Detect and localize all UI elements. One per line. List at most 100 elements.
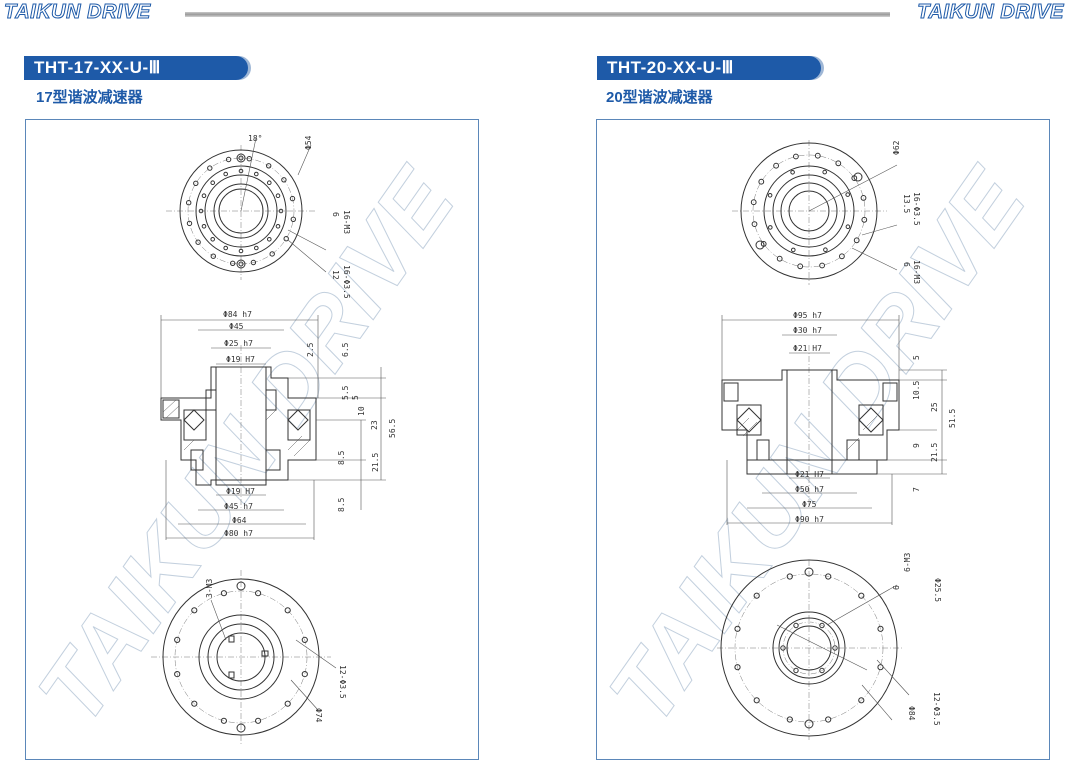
left-side-bottom-dim-1: Φ19 H7 (226, 487, 255, 496)
bolt-hole (853, 237, 860, 244)
bolt-hole (835, 160, 842, 167)
bolt-hole (858, 592, 865, 599)
left-side-top-dim-3: Φ25 h7 (224, 339, 253, 348)
right-side-right-dim-5: 9 (912, 443, 921, 448)
bolt-hole (201, 193, 207, 198)
bolt-hole (790, 170, 795, 175)
bolt-hole (734, 625, 741, 632)
right-bottom-inner-dia: Φ25.5 (933, 578, 942, 602)
bolt-hole (773, 162, 780, 169)
bolt-hole (877, 664, 884, 671)
left-top-thread-depth: 6 (331, 212, 340, 217)
bolt-hole (281, 177, 287, 183)
right-side-right-dim-3: 25 (930, 402, 939, 412)
right-bottom-view: 6-M3 6 Φ25.5 12-Φ3.5 Φ84 (717, 553, 942, 740)
bolt-hole (786, 716, 793, 723)
bolt-hole (198, 208, 204, 214)
left-side-bottom-dim-3: Φ64 (232, 516, 247, 525)
right-top-holes-depth: 13.5 (902, 194, 911, 213)
bolt-hole (220, 717, 227, 724)
bolt-hole (861, 216, 868, 223)
bolt-hole (825, 716, 832, 723)
bolt-hole (845, 224, 851, 229)
left-side-right-dim-9: 21.5 (371, 453, 380, 472)
right-bottom-thread: 6-M3 (903, 553, 912, 572)
bolt-hole (275, 193, 281, 198)
right-title: 20型谐波减速器 (606, 89, 713, 106)
bolt-hole (195, 239, 201, 245)
bolt-hole (191, 700, 198, 707)
right-side-bottom-dim-1: Φ21 H7 (795, 470, 824, 479)
bolt-hole (832, 645, 838, 651)
right-side-bottom-dim-2: Φ50 h7 (795, 485, 824, 494)
left-drawing: TAIKUN DRIVE 18° Φ54 16-M3 6 16-Φ3.5 12 (26, 134, 476, 745)
right-side-right-dim-7: 7 (912, 487, 921, 492)
bolt-hole (284, 700, 291, 707)
bolt-hole (877, 625, 884, 632)
bolt-hole (825, 573, 832, 580)
bolt-hole (758, 178, 765, 185)
bolt-hole (751, 221, 758, 227)
bolt-hole (207, 165, 213, 171)
left-top-holes-depth: 12 (331, 270, 340, 280)
left-drawing-panel: TAIKUN DRIVE 18° Φ54 16-M3 6 16-Φ3.5 12 (25, 119, 479, 760)
watermark: TAIKUN DRIVE (597, 150, 1046, 741)
bolt-hole (210, 253, 217, 259)
bolt-hole (255, 590, 262, 597)
left-side-right-dim-3: 5.5 (341, 385, 350, 400)
bolt-hole (793, 153, 799, 160)
bolt-hole (254, 171, 259, 177)
brand-logo-left: TAIKUN DRIVE (4, 1, 151, 24)
left-side-right-dim-10: 8.5 (337, 497, 346, 512)
bolt-hole (823, 247, 828, 252)
bolt-hole (186, 200, 192, 206)
right-side-top-dim-1: Φ95 h7 (793, 311, 822, 320)
bolt-hole (301, 636, 308, 644)
bolt-hole (753, 697, 760, 704)
right-side-right-dim-2: 10.5 (912, 381, 921, 400)
left-side-bottom-dim-2: Φ45 h7 (224, 502, 253, 511)
bolt-hole (191, 607, 198, 614)
left-side-right-dim-2: 6.5 (341, 342, 350, 357)
bolt-hole (793, 667, 799, 674)
right-side-view: Φ95 h7 Φ30 h7 Φ21 H7 5 10.5 25 51.5 9 21… (721, 311, 957, 525)
bolt-hole (210, 237, 215, 242)
right-side-right-dim-6: 21.5 (930, 443, 939, 462)
left-side-right-dim-5: 10 (357, 406, 366, 416)
bolt-hole (230, 260, 236, 267)
bolt-hole (266, 163, 272, 169)
right-top-dia: Φ62 (892, 140, 901, 155)
bolt-hole (819, 262, 826, 269)
bolt-hole (210, 180, 215, 186)
bolt-hole (753, 592, 760, 599)
bolt-hole (797, 263, 804, 270)
left-side-bottom-dim-4: Φ80 h7 (224, 529, 253, 538)
left-top-angle: 18° (248, 134, 262, 143)
right-side-right-dim-1: 5 (912, 355, 921, 360)
bolt-hole (768, 225, 773, 230)
bolt-hole (220, 590, 227, 597)
right-bottom-holes: 12-Φ3.5 (932, 692, 941, 726)
left-side-top-dim-4: Φ19 H7 (226, 355, 255, 364)
right-drawing-panel: TAIKUN DRIVE Φ62 16-Φ3.5 13.5 16-M3 6 (596, 119, 1050, 760)
left-bottom-holes: 12-Φ3.5 (338, 665, 347, 699)
left-top-thread: 16-M3 (342, 210, 351, 234)
bolt-hole (267, 180, 272, 186)
right-top-holes: 16-Φ3.5 (912, 192, 921, 226)
right-model-label: THT-20-XX-U-Ⅲ (597, 56, 821, 80)
bolt-hole (793, 622, 799, 629)
bolt-hole (238, 248, 244, 254)
left-side-top-dim-1: Φ84 h7 (223, 310, 252, 319)
bolt-hole (278, 208, 284, 214)
left-top-dia: Φ54 (304, 135, 313, 150)
left-bottom-dia: Φ74 (314, 708, 323, 723)
right-side-bottom-dim-3: Φ75 (802, 500, 817, 509)
left-side-right-dim-1: 2.5 (306, 342, 315, 357)
bolt-hole (289, 195, 296, 202)
header-divider (185, 12, 890, 17)
bolt-hole (819, 667, 825, 674)
left-top-view: 18° Φ54 16-M3 6 16-Φ3.5 12 (166, 134, 351, 299)
left-side-top-dim-2: Φ45 (229, 322, 244, 331)
bolt-hole (301, 671, 308, 678)
bolt-hole (269, 251, 275, 257)
